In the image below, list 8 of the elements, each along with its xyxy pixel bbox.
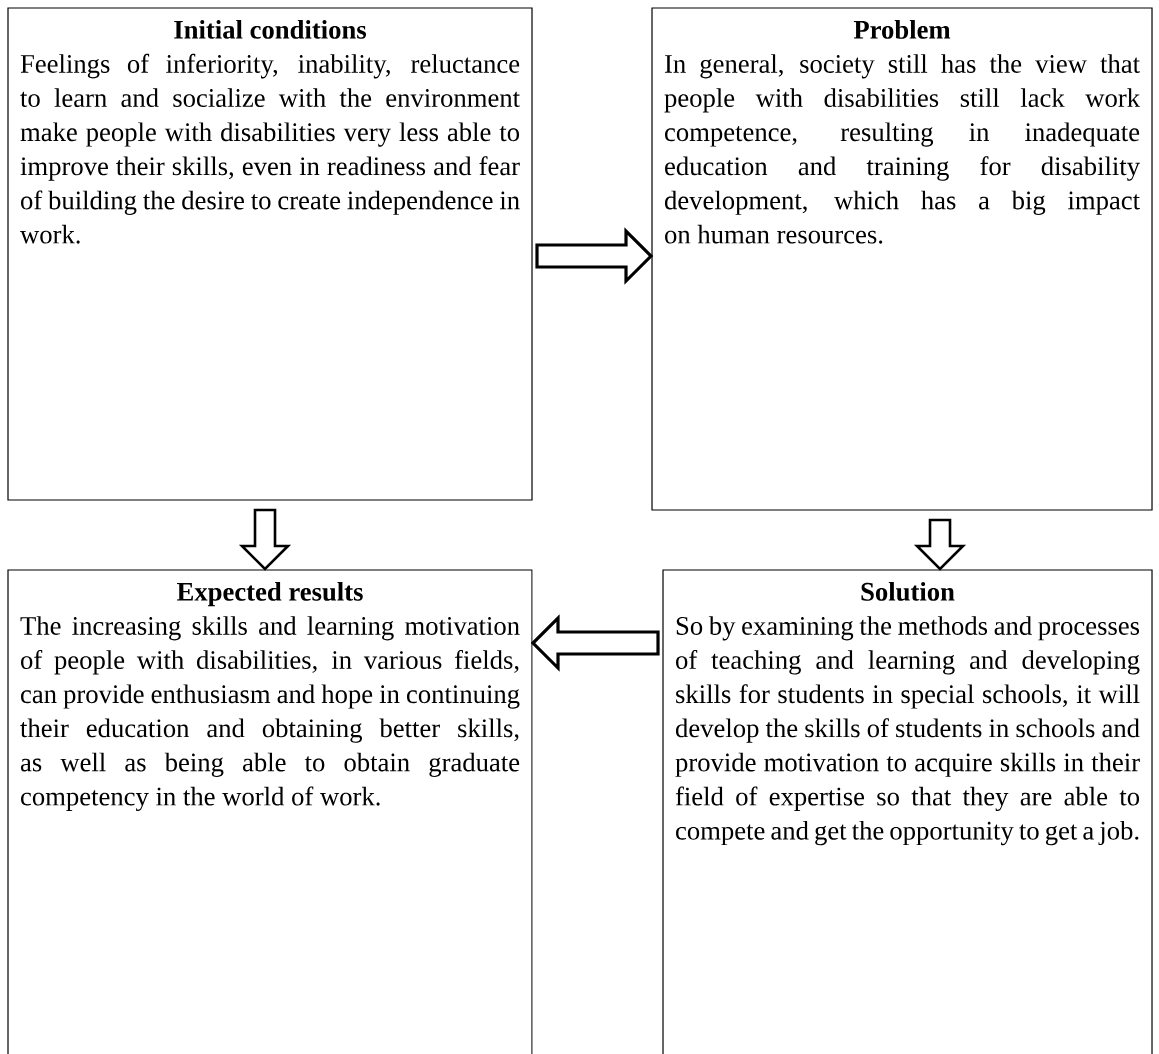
text-box: Expected results The increasing skills and learning motivation of people with disabilities, in various fields, can provide enthusiasm and hope in continuing their education and obtaining better skills, as well as being able to obtain graduate competency in the world of work. xyxy=(7,569,533,1054)
text-box: Initial conditions Feelings of inferiority, inability, reluctance to learn and socialize with the environment make people with disabilities very less able to improve their skills, even in readiness and fear of building the desire to create independence in work. xyxy=(7,7,533,501)
text-box: Problem In general, society still has the view that people with disabilities still lack work competence, resulting in inadequate education and training for disability development, which has a big impact on human resources. xyxy=(651,7,1153,511)
block-arrow xyxy=(913,518,967,571)
block-arrow xyxy=(535,227,654,285)
text-box: Solution So by examining the methods and processes of teaching and learning and developing skills for students in special schools, it will develop the skills of students in schools and provide motivation to acquire skills in their field of expertise so that they are able to compete and get the opportunity to get a job. xyxy=(662,569,1153,1054)
block-arrow xyxy=(530,614,660,672)
block-arrow xyxy=(238,508,292,571)
